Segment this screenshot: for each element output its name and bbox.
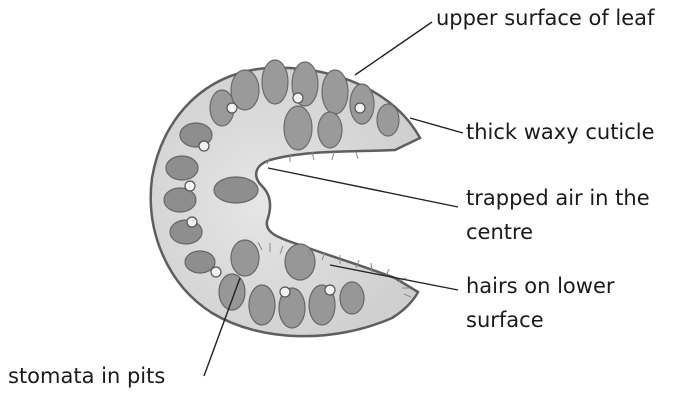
label-hairs-line2: surface (466, 306, 544, 334)
label-stomata: stomata in pits (8, 362, 165, 390)
label-trapped-air-line1: trapped air in the (466, 184, 650, 212)
label-hairs-line1: hairs on lower (466, 272, 615, 300)
leader-cuticle (410, 118, 463, 133)
label-trapped-air-line2: centre (466, 218, 533, 246)
label-cuticle: thick waxy cuticle (466, 118, 655, 146)
leaf-section (151, 60, 420, 336)
leader-trapped-air (268, 168, 458, 207)
leader-upper-surface (355, 22, 432, 75)
label-upper-surface: upper surface of leaf (436, 4, 654, 32)
